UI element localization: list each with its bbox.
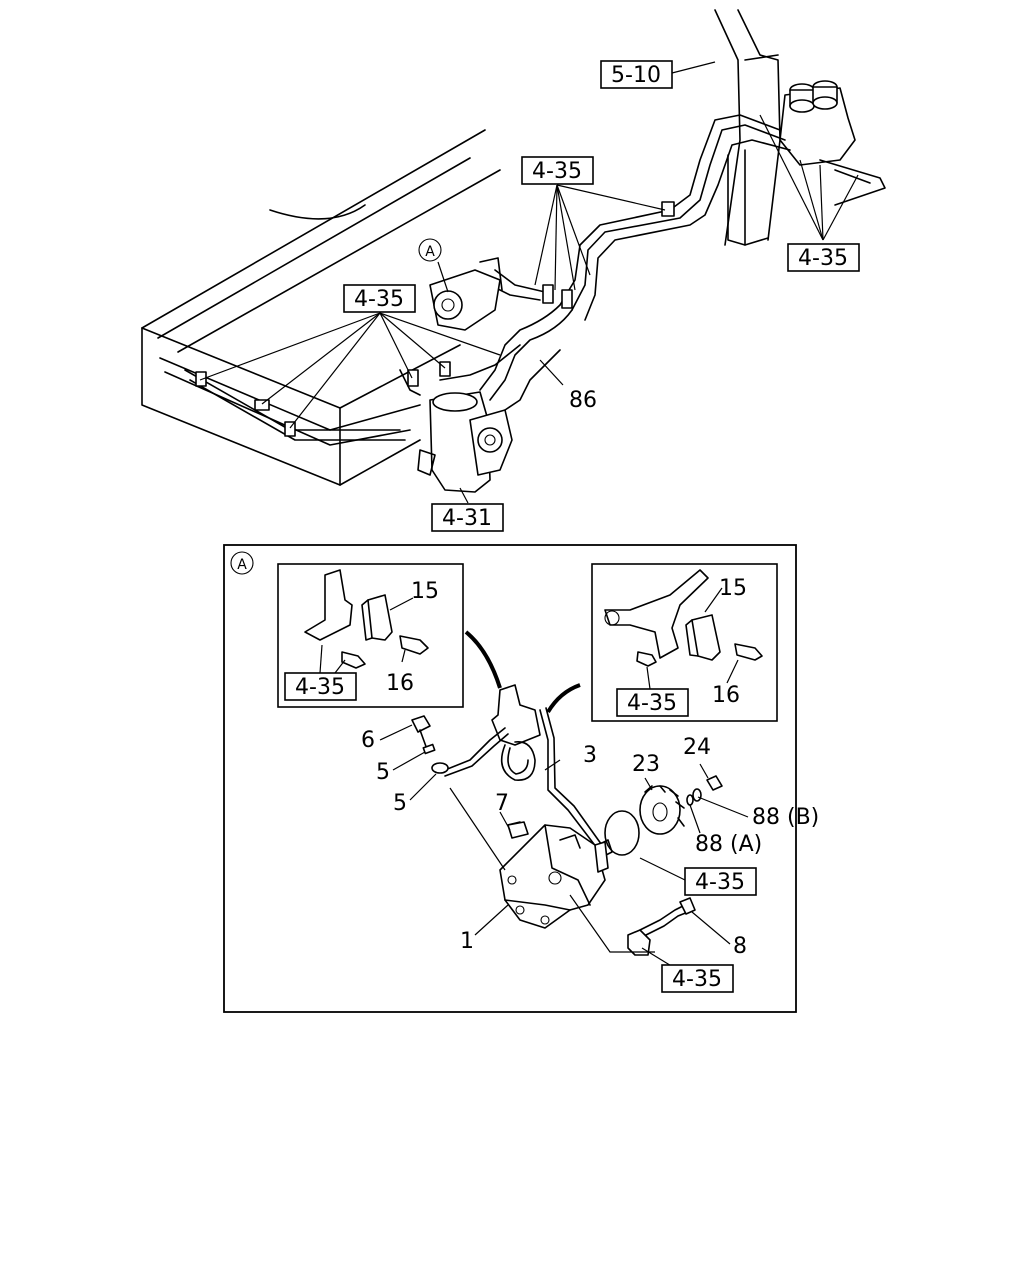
callout-a-overview-text: A: [425, 244, 435, 260]
ref-4-35-oring-text: 4-35: [695, 870, 745, 895]
overview-drawing: [141, 9, 886, 504]
part-label-6: 6: [361, 728, 375, 753]
ref-4-35-top-text: 4-35: [532, 159, 582, 184]
part-label-88b: 88 (B): [752, 805, 819, 830]
detail-a-marker: A: [230, 551, 254, 575]
detail-a-drawing: [379, 684, 749, 968]
callout-a-overview: A: [418, 238, 442, 262]
part-label-88a: 88 (A): [695, 832, 762, 857]
inset-right-drawing: [604, 569, 763, 690]
ref-box-4-35-left: 4-35: [343, 284, 416, 313]
ref-4-35-right-text: 4-35: [798, 246, 848, 271]
part-label-23: 23: [632, 752, 660, 777]
inset-left-part-16: 16: [386, 671, 414, 696]
inset-left-part-15: 15: [411, 579, 439, 604]
part-label-8: 8: [733, 934, 747, 959]
ref-box-4-31: 4-31: [431, 503, 504, 532]
steering-gear-overview: [399, 344, 521, 493]
inset-right-part-16: 16: [712, 683, 740, 708]
part-label-3: 3: [583, 743, 597, 768]
inset-left-drawing: [304, 569, 429, 674]
detail-a-marker-text: A: [237, 557, 247, 573]
ref-box-5-10: 5-10: [600, 60, 673, 89]
inset-left-ref: 4-35: [284, 672, 357, 701]
cab-pillar: [714, 9, 781, 246]
oil-reservoir: [779, 80, 886, 206]
inset-left-arrow: [464, 630, 502, 689]
ref-box-4-35-bracket: 4-35: [661, 964, 734, 993]
detail-a-frame: [223, 544, 797, 1013]
part-label-24: 24: [683, 735, 711, 760]
ref-5-10-text: 5-10: [611, 63, 661, 88]
part-label-1: 1: [460, 929, 474, 954]
ref-box-4-35-top: 4-35: [521, 156, 594, 185]
inset-left-frame: [277, 563, 464, 708]
ref-box-4-35-oring: 4-35: [684, 867, 757, 896]
ref-4-31-text: 4-31: [442, 506, 492, 531]
gear-23-drawing: [639, 785, 685, 835]
inset-right-ref: 4-35: [616, 688, 689, 717]
rail-clips: [195, 201, 675, 437]
inset-right-ref-text: 4-35: [627, 691, 677, 716]
inset-right-arrow: [546, 683, 581, 714]
ref-box-4-35-right: 4-35: [787, 243, 860, 272]
inset-right-part-15: 15: [719, 576, 747, 601]
part-label-5-upper: 5: [376, 760, 390, 785]
overview-leaders: [199, 61, 859, 504]
part-label-7: 7: [495, 791, 509, 816]
ref-4-35-bracket-text: 4-35: [672, 967, 722, 992]
part-label-5-lower: 5: [393, 791, 407, 816]
ref-4-35-left-text: 4-35: [354, 287, 404, 312]
part-label-86: 86: [569, 388, 597, 413]
pump-overview: [429, 257, 503, 331]
inset-left-ref-text: 4-35: [295, 675, 345, 700]
inset-right-frame: [591, 563, 778, 722]
